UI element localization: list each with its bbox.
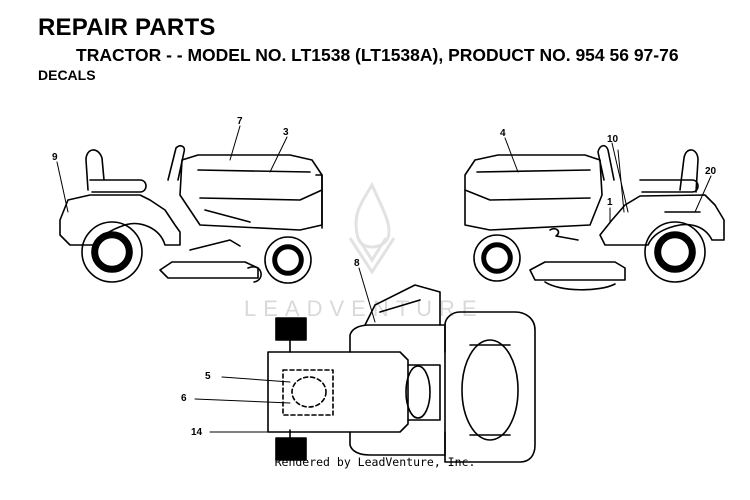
footer-credit: Rendered by LeadVenture, Inc. [274,455,476,469]
callout-6: 6 [181,393,187,404]
callout-9: 9 [52,152,58,163]
callout-5: 5 [205,371,211,382]
watermark-logo [348,181,396,275]
callout-labels: 7 3 9 4 10 20 1 8 5 6 14 [52,116,717,438]
callout-1: 1 [607,197,613,208]
page-title: REPAIR PARTS [38,14,216,41]
callout-4: 4 [500,128,506,139]
model-subtitle: TRACTOR - - MODEL NO. LT1538 (LT1538A), … [76,45,679,65]
callout-20: 20 [705,166,717,177]
callout-3: 3 [283,127,289,138]
watermark-text: LEADVENTURE [244,296,484,321]
callout-10: 10 [607,134,619,145]
callout-leader-lines [56,125,712,433]
tractor-right-side-view [464,144,725,291]
tractor-top-view [267,284,536,463]
section-label: DECALS [38,67,96,83]
callout-8: 8 [354,258,360,269]
callout-7: 7 [237,116,243,127]
callout-14: 14 [191,427,203,438]
tractor-left-side-view [59,145,323,284]
